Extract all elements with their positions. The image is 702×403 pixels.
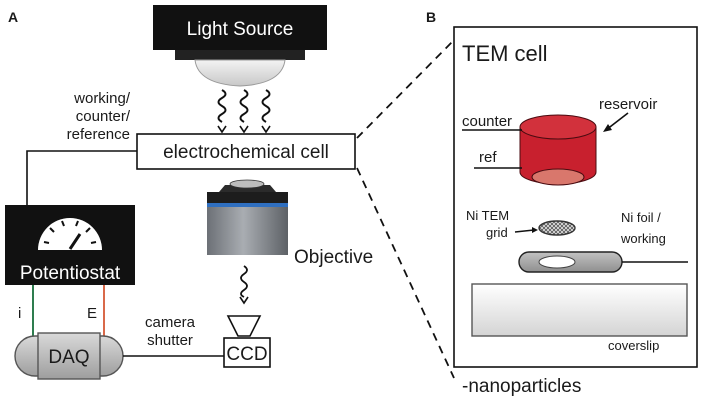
coverslip-label: coverslip [608, 338, 659, 353]
gauge-needle [68, 233, 82, 250]
ccd: CCD [223, 315, 271, 368]
zoom-line-bottom [356, 167, 455, 379]
electrochemical-cell-box [136, 133, 356, 170]
reservoir [519, 114, 597, 186]
coverslip [471, 283, 688, 337]
nanoparticles-label: -nanoparticles [462, 376, 581, 397]
potentiostat-label: Potentiostat [20, 263, 121, 284]
ray-arrow [239, 296, 249, 305]
daq: DAQ [14, 332, 124, 380]
objective-label: Objective [294, 247, 373, 268]
zoom-line-top [356, 39, 455, 139]
ni-foil-line-1: Ni foil / [621, 210, 661, 225]
panel-label-a: A [8, 9, 18, 25]
light-source-lens [194, 59, 286, 87]
potentiostat: Potentiostat [5, 205, 135, 285]
electrode-label-line-2: counter/ [76, 108, 131, 125]
daq-label: DAQ [48, 347, 89, 368]
electrochemical-cell-label: electrochemical cell [163, 142, 329, 163]
ni-foil-window [538, 255, 576, 269]
light-rays [217, 89, 271, 134]
camera-shutter-line-1: camera [145, 314, 196, 331]
grid-arrow [514, 229, 535, 233]
electrode-label-line-3: reference [67, 126, 130, 143]
ray-squiggle [240, 265, 248, 298]
current-label: i [18, 305, 21, 322]
reservoir-arrowhead [603, 124, 612, 132]
ni-foil-line-2: working [620, 231, 666, 246]
electrode-label-line-1: working/ [73, 90, 131, 107]
ni-tem-grid-line-1: Ni TEM [466, 208, 509, 223]
objective [207, 179, 288, 255]
tem-cell-title: TEM cell [462, 41, 548, 66]
counter-label: counter [462, 113, 512, 130]
light-source-label: Light Source [187, 19, 294, 40]
gauge-icon [38, 218, 102, 250]
camera-shutter-line-2: shutter [147, 332, 193, 349]
electrode-wire [26, 150, 137, 205]
tem-grid-icon [538, 220, 576, 236]
light-source: Light Source [153, 5, 327, 87]
ni-tem-grid-line-2: grid [486, 225, 508, 240]
grid-arrowhead [532, 227, 538, 233]
ccd-label: CCD [226, 344, 267, 365]
ref-label: ref [479, 149, 497, 166]
reservoir-label: reservoir [599, 96, 657, 113]
voltage-label: E [87, 305, 97, 322]
panel-label-b: B [426, 9, 436, 25]
